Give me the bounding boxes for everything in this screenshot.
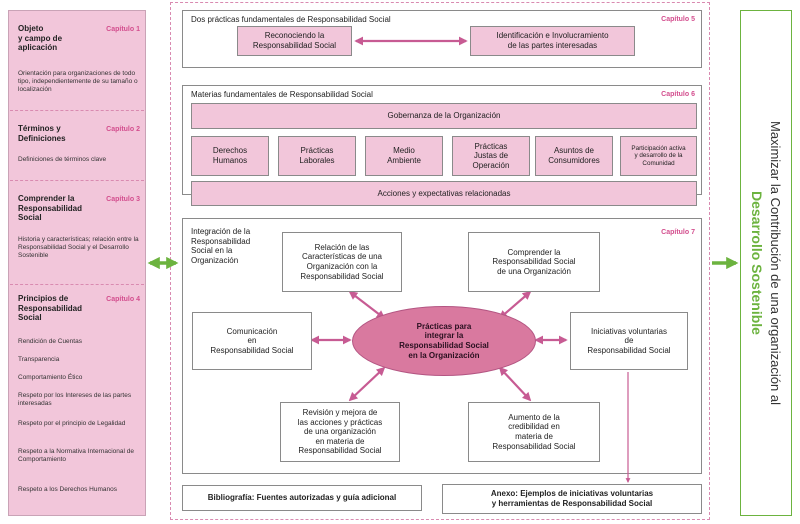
actions-bar: Acciones y expectativas relacionadas [191, 181, 697, 206]
annex-box: Anexo: Ejemplos de iniciativas voluntari… [442, 484, 702, 514]
node-comprender: Comprender la Responsabilidad Social de … [468, 232, 600, 292]
chapter-label: Capítulo 3 [106, 196, 140, 203]
core-subject: Derechos Humanos [191, 136, 269, 176]
section-desc: Historia y características; relación ent… [18, 236, 139, 260]
chapter-label: Capítulo 4 [106, 296, 140, 303]
node-aumento: Aumento de la credibilidad en materia de… [468, 402, 600, 462]
chapter-label: Capítulo 1 [106, 26, 140, 33]
section-title: Comprender la Responsabilidad Social [18, 194, 83, 223]
chapter-label: Capítulo 7 [661, 229, 695, 236]
principle-item: Respeto a la Normativa Internacional de … [18, 448, 134, 464]
section-title: Términos y Definiciones [18, 124, 66, 143]
node-reconociendo: Reconociendo la Responsabilidad Social [237, 26, 352, 56]
central-practices: Prácticas para integrar la Responsabilid… [352, 306, 536, 376]
right-line1: Maximizar la Contribución de una organiz… [768, 121, 784, 405]
node-relacion: Relación de las Características de una O… [282, 232, 402, 292]
panel-title: Integración de la Responsabilidad Social… [191, 227, 251, 265]
core-subject: Participación activa y desarrollo de la … [620, 136, 697, 176]
left-column [8, 10, 146, 516]
core-subject: Asuntos de Consumidores [535, 136, 613, 176]
core-subject: Prácticas Justas de Operación [452, 136, 530, 176]
core-subject: Prácticas Laborales [278, 136, 356, 176]
principle-item: Respeto a los Derechos Humanos [18, 486, 117, 493]
section-cap1: Objeto y campo de aplicación Capítulo 1 … [8, 10, 146, 110]
panel-title: Materias fundamentales de Responsabilida… [191, 90, 373, 99]
principle-item: Rendición de Cuentas [18, 338, 82, 345]
principle-item: Comportamiento Ético [18, 374, 83, 381]
right-column [740, 10, 792, 516]
section-cap2: Términos y Definiciones Capítulo 2 Defin… [8, 110, 146, 180]
divider [10, 284, 144, 285]
section-title: Principios de Responsabilidad Social [18, 294, 83, 323]
bibliography-box: Bibliografía: Fuentes autorizadas y guía… [182, 485, 422, 511]
chapter-label: Capítulo 5 [661, 16, 695, 23]
section-desc: Orientación para organizaciones de todo … [18, 70, 138, 94]
right-text: Maximizar la Contribución de una organiz… [741, 10, 791, 516]
node-iniciativas: Iniciativas voluntarias de Responsabilid… [570, 312, 688, 370]
right-text-rotated: Maximizar la Contribución de una organiz… [748, 23, 784, 503]
chapter-label: Capítulo 2 [106, 126, 140, 133]
section-cap4: Principios de Responsabilidad Social Cap… [8, 284, 146, 516]
node-revision: Revisión y mejora de las acciones y prác… [280, 402, 400, 462]
section-cap3: Comprender la Responsabilidad Social Cap… [8, 180, 146, 282]
principle-item: Respeto por el principio de Legalidad [18, 420, 126, 427]
section-title: Objeto y campo de aplicación [18, 24, 63, 53]
node-comunicacion: Comunicación en Responsabilidad Social [192, 312, 312, 370]
core-subject: Medio Ambiente [365, 136, 443, 176]
governance-bar: Gobernanza de la Organización [191, 103, 697, 129]
panel-title: Dos prácticas fundamentales de Responsab… [191, 15, 391, 24]
chapter-label: Capítulo 6 [661, 91, 695, 98]
principle-item: Transparencia [18, 356, 60, 363]
section-desc: Definiciones de términos clave [18, 156, 107, 163]
divider [10, 110, 144, 111]
right-line2: Desarrollo Sostenible [749, 191, 765, 335]
divider [10, 180, 144, 181]
node-identificacion: Identificación e Involucramiento de las … [470, 26, 635, 56]
principle-item: Respeto por los Intereses de las partes … [18, 392, 132, 408]
